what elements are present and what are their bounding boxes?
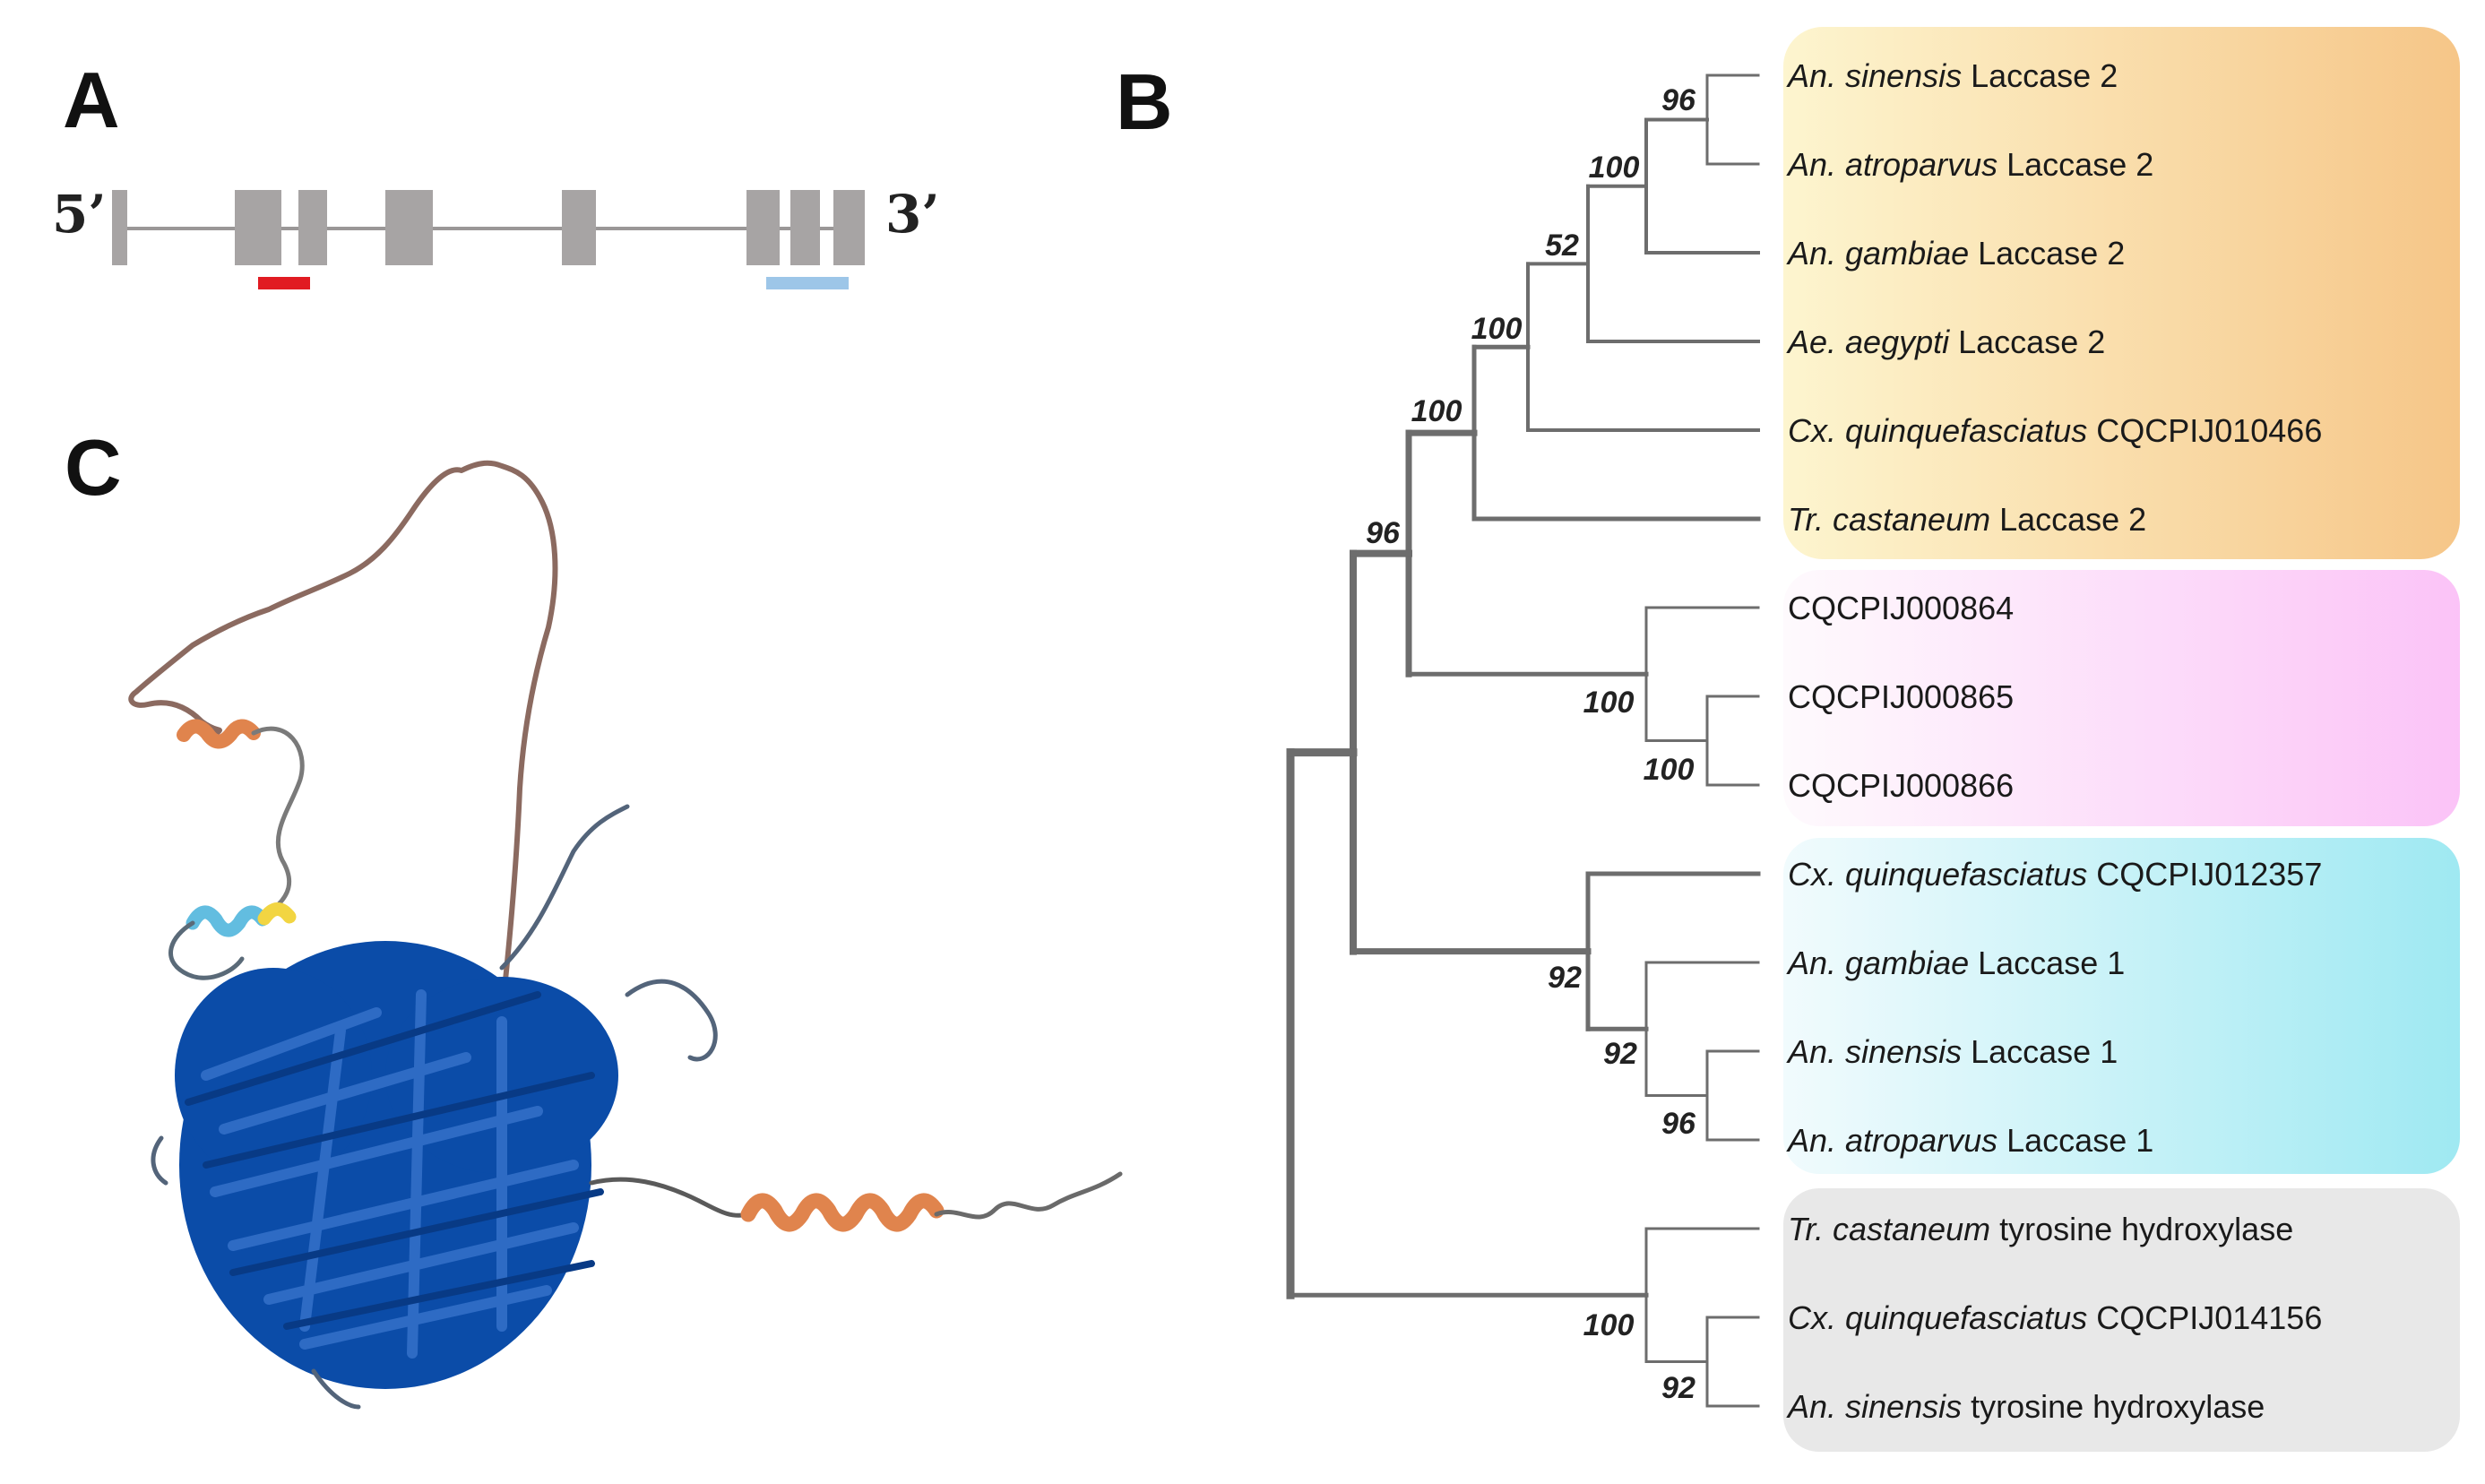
tip-label: An. atroparvus Laccase 1: [1786, 1122, 2153, 1159]
tip-gene: Laccase 2: [1971, 57, 2118, 94]
tip-gene: CQCPIJ012357: [2096, 856, 2322, 893]
exon-5: [562, 190, 596, 265]
tree-branches: [1286, 73, 1761, 1408]
red-marker: [258, 277, 310, 289]
helix-c-term: [740, 1193, 945, 1232]
linker-loop: [251, 726, 305, 908]
clade-cqcpij-box: [1783, 570, 2460, 826]
tip-gene: Laccase 2: [1958, 324, 2105, 360]
bootstrap-value: 92: [1548, 961, 1582, 995]
tip-label: An. gambiae Laccase 1: [1786, 945, 2125, 981]
panel-label-a: A: [63, 56, 120, 144]
tip-label: Cx. quinquefasciatus CQCPIJ014156: [1788, 1299, 2322, 1336]
tip-label: CQCPIJ000866: [1788, 767, 2014, 804]
tip-gene: Laccase 1: [1971, 1033, 2118, 1070]
tree-bootstraps: 96 100 52 100 100 96 100 100 92 92 96 100 92: [1366, 83, 1696, 1405]
tip-label: An. sinensis Laccase 1: [1786, 1033, 2118, 1070]
tip-label: Cx. quinquefasciatus CQCPIJ010466: [1788, 412, 2322, 449]
tip-species: An. gambiae: [1786, 235, 1978, 272]
tip-species: An. atroparvus: [1786, 146, 2006, 183]
exon-4: [385, 190, 433, 265]
tip-species: Cx. quinquefasciatus: [1788, 412, 2096, 449]
bootstrap-value: 96: [1661, 1107, 1696, 1141]
bootstrap-value: 100: [1644, 753, 1695, 787]
clade-tyrosine-box: [1783, 1188, 2460, 1452]
exon-8: [833, 190, 865, 265]
loop-left: [168, 920, 245, 980]
exon-7: [790, 190, 820, 265]
disordered-loop: [128, 460, 558, 1159]
bootstrap-value: 100: [1411, 394, 1463, 428]
tip-gene: Laccase 2: [2006, 146, 2153, 183]
tip-species: An. sinensis: [1786, 1388, 1971, 1425]
tip-label: An. sinensis tyrosine hydroxylase: [1786, 1388, 2265, 1425]
tip-species: An. gambiae: [1786, 945, 1978, 981]
c-term-loop: [589, 1177, 751, 1218]
bootstrap-value: 100: [1589, 151, 1640, 185]
tip-species: An. sinensis: [1786, 1033, 1971, 1070]
tip-gene: CQCPIJ000865: [1788, 678, 2014, 715]
tip-gene: CQCPIJ000864: [1788, 590, 2014, 626]
helix-confident: [186, 905, 270, 937]
bootstrap-value: 92: [1661, 1371, 1695, 1405]
c-term-tail: [934, 1171, 1123, 1220]
bootstrap-value: 100: [1583, 1308, 1635, 1342]
tip-species: Cx. quinquefasciatus: [1788, 856, 2096, 893]
tip-species: Tr. castaneum: [1788, 501, 1999, 538]
bootstrap-value: 100: [1583, 686, 1635, 720]
tip-gene: Laccase 2: [1999, 501, 2146, 538]
tip-label: An. gambiae Laccase 2: [1786, 235, 2125, 272]
tip-species: Ae. aegypti: [1786, 324, 1958, 360]
tip-label: Tr. castaneum tyrosine hydroxylase: [1788, 1211, 2293, 1247]
tip-gene: CQCPIJ014156: [2096, 1299, 2322, 1336]
tip-label: An. atroparvus Laccase 2: [1786, 146, 2153, 183]
panel-label-b: B: [1116, 57, 1173, 146]
tip-gene: CQCPIJ010466: [2096, 412, 2322, 449]
tip-gene: tyrosine hydroxylase: [1971, 1388, 2265, 1425]
bootstrap-value: 96: [1366, 516, 1401, 550]
bootstrap-value: 96: [1661, 83, 1696, 117]
clade-laccase2-box: [1783, 27, 2460, 559]
gene-model: [112, 190, 865, 289]
tip-species: Cx. quinquefasciatus: [1788, 1299, 2096, 1336]
tip-label: Cx. quinquefasciatus CQCPIJ012357: [1788, 856, 2322, 893]
tip-label: CQCPIJ000865: [1788, 678, 2014, 715]
tip-gene: Laccase 1: [1978, 945, 2125, 981]
tip-species: An. atroparvus: [1786, 1122, 2006, 1159]
tree-tips: An. sinensis Laccase 2An. atroparvus Lac…: [1786, 57, 2322, 1425]
exon-2: [235, 190, 281, 265]
tip-label: An. sinensis Laccase 2: [1786, 57, 2118, 94]
five-prime-label: 5’: [52, 184, 107, 245]
three-prime-label: 3’: [885, 184, 940, 245]
tip-label: Tr. castaneum Laccase 2: [1788, 501, 2146, 538]
exon-3: [298, 190, 327, 265]
exon-6: [746, 190, 780, 265]
surface-loops: [151, 804, 718, 1410]
bootstrap-value: 100: [1471, 312, 1523, 346]
tip-gene: Laccase 2: [1978, 235, 2125, 272]
bootstrap-value: 92: [1603, 1037, 1637, 1071]
tip-gene: CQCPIJ000866: [1788, 767, 2014, 804]
clade-laccase1-box: [1783, 838, 2460, 1174]
tip-label: CQCPIJ000864: [1788, 590, 2014, 626]
exon-1: [112, 190, 127, 265]
tip-gene: tyrosine hydroxylase: [1999, 1211, 2293, 1247]
tip-gene: Laccase 1: [2006, 1122, 2153, 1159]
beta-strands: [201, 989, 579, 1359]
helix-low-confidence: [257, 902, 297, 926]
clade-backgrounds: [1783, 27, 2460, 1452]
bootstrap-value: 52: [1545, 229, 1579, 263]
tip-species: Tr. castaneum: [1788, 1211, 1999, 1247]
helix-n-term-1: [177, 719, 261, 749]
panel-label-c: C: [65, 423, 122, 512]
beta-strands-dark: [185, 991, 604, 1330]
tip-species: An. sinensis: [1786, 57, 1971, 94]
tip-label: Ae. aegypti Laccase 2: [1786, 324, 2105, 360]
protein-structure: [128, 460, 1123, 1410]
blue-marker: [766, 277, 849, 289]
